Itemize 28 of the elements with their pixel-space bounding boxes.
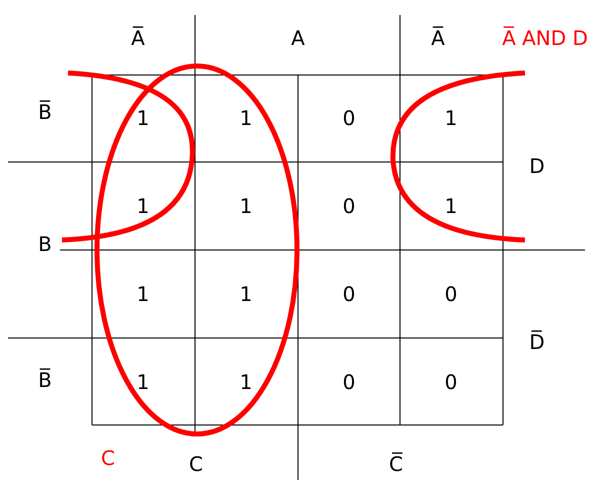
variable-label: D	[529, 156, 545, 176]
cell-value: 1	[444, 108, 458, 128]
variable-label: D̅	[529, 332, 545, 352]
cell-value: 1	[136, 284, 150, 304]
variable-label: B̅	[38, 102, 52, 122]
cell-value: 0	[342, 284, 356, 304]
variable-label: A	[291, 28, 305, 48]
cell-value: 0	[444, 284, 458, 304]
variable-label: C̅	[389, 454, 403, 474]
cell-value: 0	[342, 108, 356, 128]
cell-value: 1	[240, 108, 252, 128]
cell-value: 1	[136, 108, 150, 128]
cell-value: 1	[240, 284, 252, 304]
variable-label: B	[38, 234, 52, 254]
group-label: C	[101, 448, 115, 468]
cell-value: 0	[342, 372, 356, 392]
cell-value: 1	[136, 372, 150, 392]
variable-label: A̅	[131, 28, 145, 48]
variable-label: C	[189, 454, 203, 474]
cell-value: 1	[240, 196, 252, 216]
cell-value: 1	[136, 196, 150, 216]
variable-label: B̅	[38, 370, 52, 390]
variable-label: A̅	[431, 28, 445, 48]
cell-value: 1	[240, 372, 252, 392]
cell-value: 1	[444, 196, 458, 216]
cell-value: 0	[444, 372, 458, 392]
group-label: A̅ AND D	[502, 28, 588, 48]
cell-value: 0	[342, 196, 356, 216]
